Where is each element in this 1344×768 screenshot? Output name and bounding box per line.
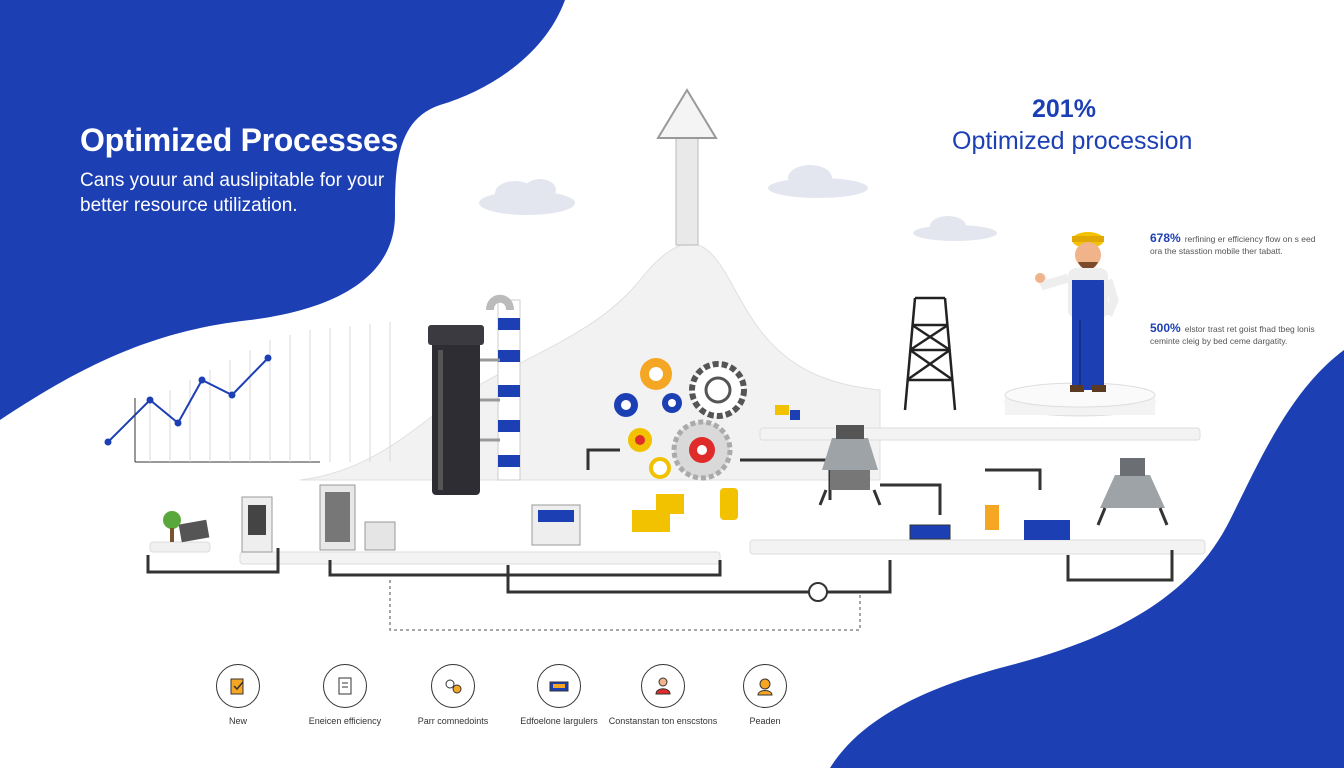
feature-label: Constanstan ton enscstons — [608, 716, 718, 726]
side-stat-percent: 678% — [1150, 231, 1181, 245]
handshake-icon — [431, 664, 475, 708]
side-stat-text: elstor trast ret goist fhad tbeg lonis c… — [1150, 324, 1315, 346]
conical-tank-right — [1096, 458, 1169, 526]
side-stat-percent: 500% — [1150, 321, 1181, 335]
reactor-column — [432, 340, 480, 495]
orange-drum — [720, 488, 738, 520]
feature-item[interactable]: Eneicen efficiency — [285, 664, 405, 727]
left-blue-wave — [0, 0, 565, 420]
side-stat-1: 678%rerfining er efficiency flow on s ee… — [1150, 232, 1320, 257]
hero-title: Optimized Processes — [80, 122, 398, 158]
hero-subtitle: Cans youur and auslipitable for your bet… — [80, 170, 385, 216]
feature-label: Parr comnedoints — [417, 716, 489, 726]
feature-label: New — [228, 716, 247, 726]
yellow-box — [632, 510, 670, 532]
feature-item[interactable]: Parr comnedoints — [393, 664, 513, 727]
trend-line-chart — [104, 322, 391, 463]
feature-label: Eneicen efficiency — [308, 716, 382, 726]
feature-label: Peaden — [749, 716, 781, 726]
feature-item[interactable]: New — [178, 664, 298, 727]
worker-illustration — [1035, 232, 1119, 392]
feature-label: Edfoelone largulers — [520, 716, 598, 726]
worker-icon — [641, 664, 685, 708]
feature-item[interactable]: Edfoelone largulers — [499, 664, 619, 727]
platform-main — [239, 551, 721, 565]
tree — [163, 511, 181, 529]
platform-upper — [759, 427, 1201, 441]
feature-item[interactable]: Peaden — [705, 664, 825, 727]
platform-left — [149, 541, 211, 553]
feature-item[interactable]: Constanstan ton enscstons — [603, 664, 723, 727]
gear-cluster — [614, 358, 747, 481]
person-icon — [743, 664, 787, 708]
blue-tray — [1024, 520, 1070, 540]
side-stat-2: 500%elstor trast ret goist fhad tbeg lon… — [1150, 322, 1320, 347]
stat-percent: 201% — [1032, 95, 1096, 123]
lattice-tower — [903, 296, 957, 411]
growth-arrow-shaft — [675, 134, 699, 246]
flow-gauge — [808, 582, 828, 602]
feature-icon-row: New Eneicen efficiency Parr comnedoints … — [0, 664, 1344, 744]
conical-tank-center — [818, 425, 882, 506]
control-unit — [364, 521, 396, 551]
machine-icon — [537, 664, 581, 708]
document-icon — [323, 664, 367, 708]
stat-label: Optimized procession — [952, 127, 1193, 155]
solar-panel — [178, 519, 210, 543]
growth-mountain — [299, 242, 881, 481]
platform-right — [749, 539, 1206, 555]
right-blue-wave — [830, 350, 1344, 768]
clipboard-check-icon — [216, 664, 260, 708]
side-stat-text: rerfining er efficiency flow on s eed or… — [1150, 234, 1316, 256]
growth-arrow-head — [656, 88, 718, 139]
